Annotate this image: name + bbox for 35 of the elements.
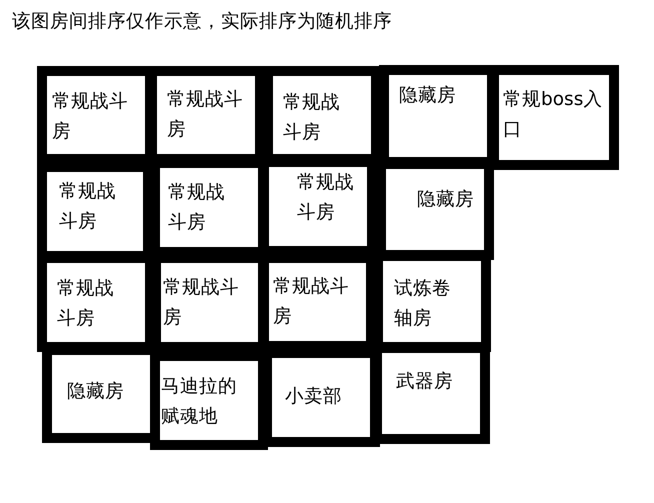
room-name: 常规战斗房	[168, 181, 226, 235]
room-name: 试炼卷轴房	[394, 277, 452, 331]
room-box	[499, 75, 609, 160]
room-name: 武器房	[396, 370, 454, 394]
room-box	[389, 75, 487, 157]
room-box	[272, 358, 370, 437]
room-box	[47, 172, 143, 251]
room-box	[52, 355, 150, 433]
room-name: 常规战斗房	[273, 275, 350, 329]
room-name: 常规boss入口	[503, 88, 604, 142]
room-name: 常规战斗房	[167, 88, 244, 142]
room-box	[160, 361, 258, 440]
room-box	[47, 263, 145, 342]
room-name: 常规战斗房	[57, 277, 115, 331]
room-box	[383, 261, 481, 342]
room-name: 隐藏房	[399, 84, 457, 108]
room-box	[382, 353, 480, 434]
room-name: 小卖部	[285, 385, 343, 409]
room-box	[161, 263, 258, 342]
room-name: 隐藏房	[67, 380, 125, 404]
room-name: 常规战斗房	[283, 91, 341, 145]
room-name: 常规战斗房	[163, 276, 240, 330]
room-box	[160, 168, 258, 247]
room-box	[269, 263, 366, 341]
room-box	[47, 76, 145, 154]
room-name: 马迪拉的赋魂地	[161, 375, 238, 429]
room-box	[273, 76, 371, 154]
room-box	[157, 76, 255, 154]
room-name: 常规战斗房	[59, 180, 117, 234]
room-name: 常规战斗房	[52, 90, 129, 144]
room-name: 常规战斗房	[297, 171, 355, 225]
room-name: 隐藏房	[417, 188, 475, 212]
room-box	[386, 169, 484, 250]
diagram-title: 该图房间排序仅作示意，实际排序为随机排序	[12, 10, 392, 34]
room-box	[269, 167, 367, 246]
